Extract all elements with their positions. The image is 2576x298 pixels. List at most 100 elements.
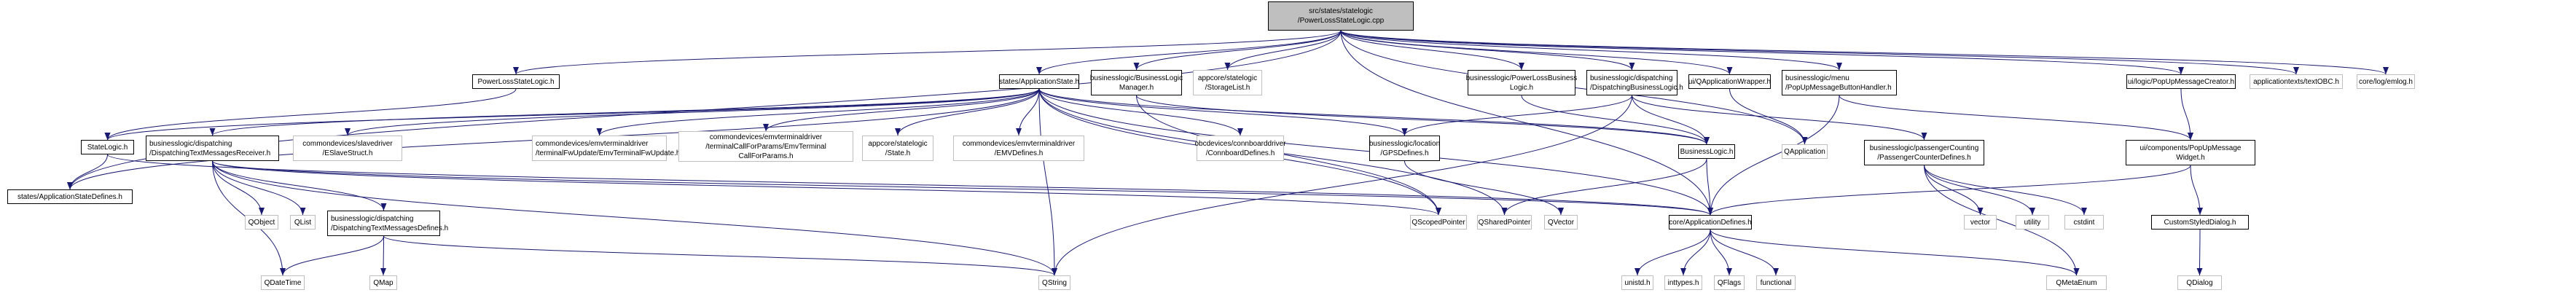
edge-root-to-plsl — [513, 30, 1342, 75]
node-qdialog: QDialog — [2177, 275, 2222, 290]
node-qmetaenum: QMetaEnum — [2046, 275, 2107, 290]
node-emvdef: commondevices/emvterminaldriver /EMVDefi… — [953, 136, 1084, 161]
edge-dtmr-to-qscoped — [212, 160, 1441, 216]
edge-pcd-to-utility — [1924, 165, 2035, 216]
node-popupcreator[interactable]: ui/logic/PopUpMessageCreator.h — [2126, 74, 2236, 89]
node-asdefs[interactable]: states/ApplicationStateDefines.h — [7, 189, 133, 204]
node-statelogic[interactable]: StateLogic.h — [81, 140, 134, 154]
edge-dtmd-to-qstring — [383, 235, 1057, 276]
node-storagelist: appcore/statelogic /StorageList.h — [1193, 70, 1262, 95]
node-qscoped: QScopedPointer — [1410, 215, 1467, 230]
node-unistd: unistd.h — [1621, 275, 1653, 290]
node-qmap: QMap — [369, 275, 397, 290]
edge-dtmr-to-qobject — [212, 160, 265, 216]
edge-appstate-to-bl — [1038, 88, 1710, 145]
node-popupwidget[interactable]: ui/components/PopUpMessage Widget.h — [2126, 140, 2255, 165]
edge-dispbl-to-gps — [1401, 95, 1632, 136]
edge-appstate-to-emvdef — [1016, 88, 1040, 136]
edge-appdefs-to-functional — [1710, 229, 1779, 276]
edge-dtmr-to-qstring — [212, 160, 1057, 276]
edge-root-to-emlog — [1340, 30, 2389, 75]
node-root[interactable]: src/states/statelogic /PowerLossStateLog… — [1268, 1, 1414, 31]
edge-appstate-to-eslave — [345, 88, 1040, 136]
node-customdlg[interactable]: CustomStyledDialog.h — [2151, 215, 2249, 230]
node-connboard: obcdevices/connboarddriver /ConnboardDef… — [1194, 136, 1286, 161]
edge-appdefs-to-unistd — [1635, 229, 1711, 276]
edge-appstate-to-dtmr — [209, 88, 1040, 136]
edge-dtmr-to-qlist — [212, 160, 306, 216]
node-plbl[interactable]: businesslogic/PowerLossBusiness Logic.h — [1466, 70, 1577, 95]
node-qvector: QVector — [1544, 215, 1578, 230]
edge-pcd-to-qmetaenum — [1924, 165, 2080, 276]
edge-pcd-to-cstdint — [1924, 165, 2087, 216]
edge-bl-to-appdefs — [1706, 158, 1713, 216]
edge-dispbl-to-pcd — [1632, 95, 1927, 141]
edge-root-to-plbl — [1340, 30, 1524, 71]
node-dispbl[interactable]: businesslogic/dispatching /DispatchingBu… — [1586, 70, 1683, 95]
edge-blmgr-to-bl — [1136, 95, 1710, 145]
node-appstate[interactable]: states/ApplicationState.h — [999, 74, 1079, 89]
node-qappwrap[interactable]: ui/QApplicationWrapper.h — [1688, 74, 1771, 89]
node-appdefs[interactable]: core/ApplicationDefines.h — [1669, 215, 1752, 230]
edge-appstate-to-gps — [1038, 88, 1408, 136]
edge-plbl-to-bl — [1521, 95, 1710, 145]
node-inttypes: inttypes.h — [1664, 275, 1702, 290]
edge-appstate-to-state — [895, 88, 1040, 136]
node-textobc: applicationtexts/textOBC.h — [2250, 74, 2343, 89]
node-qdatetime: QDateTime — [261, 275, 305, 290]
edge-dtmr-to-dtmd — [212, 160, 387, 211]
edge-appstate-to-statelogic — [104, 88, 1040, 141]
node-qshared: QSharedPointer — [1477, 215, 1532, 230]
edge-root-to-blmgr — [1133, 30, 1342, 71]
edge-root-to-qappwrap — [1340, 30, 1733, 75]
edge-root-to-popupbtn — [1340, 30, 1842, 71]
edge-popupbtn-to-appdefs — [1707, 95, 1840, 216]
node-vector: vector — [1964, 215, 1997, 230]
node-dtmr[interactable]: businesslogic/dispatching /DispatchingTe… — [146, 136, 279, 161]
edge-root-to-popupcreator — [1340, 30, 2184, 75]
edge-appstate-to-emvcall — [763, 88, 1040, 132]
node-qlist: QList — [290, 215, 316, 230]
edge-root-to-appdefs — [1340, 30, 1713, 216]
edge-customdlg-to-qdialog — [2196, 229, 2203, 276]
node-gps[interactable]: businesslogic/location /GPSDefines.h — [1369, 136, 1440, 161]
edge-appstate-to-emvfw — [596, 88, 1040, 136]
node-emlog: core/log/emlog.h — [2357, 74, 2415, 89]
edge-root-to-appstate — [1036, 30, 1342, 75]
edge-statelogic-to-asdefs — [67, 154, 108, 190]
node-cstdint: cstdint — [2064, 215, 2104, 230]
edge-appdefs-to-inttypes — [1680, 229, 1711, 276]
node-state: appcore/statelogic /State.h — [862, 136, 933, 161]
edge-dtmr-to-appdefs — [212, 160, 1713, 216]
edge-appdefs-to-qmetaenum — [1710, 229, 2080, 276]
edge-appstate-to-connboard — [1038, 88, 1243, 136]
node-emvfw: commondevices/emvterminaldriver /termina… — [532, 136, 680, 161]
node-qstring: QString — [1038, 275, 1070, 290]
node-emvcall: commondevices/emvterminaldriver /termina… — [678, 131, 853, 162]
edge-plsl-to-statelogic — [104, 88, 517, 141]
edge-statelogic-to-appdefs — [107, 154, 1713, 216]
edge-popupcreator-to-popupwidget — [2180, 88, 2193, 141]
node-plsl[interactable]: PowerLossStateLogic.h — [472, 74, 560, 89]
edge-gps-to-qvector — [1404, 160, 1564, 216]
node-bl[interactable]: BusinessLogic.h — [1678, 144, 1735, 159]
node-dtmd[interactable]: businesslogic/dispatching /DispatchingTe… — [327, 211, 448, 236]
node-qapp: QApplication — [1782, 144, 1828, 159]
edge-qappwrap-to-qapp — [1729, 88, 1808, 145]
node-pcd[interactable]: businesslogic/passengerCounting /Passeng… — [1864, 140, 1984, 165]
node-utility: utility — [2016, 215, 2049, 230]
node-qflags: QFlags — [1714, 275, 1745, 290]
edge-popupwidget-to-appdefs — [1707, 165, 2191, 216]
edge-dispbl-to-qstring — [1052, 95, 1632, 276]
edge-dtmd-to-qmap — [380, 235, 387, 276]
node-functional: functional — [1756, 275, 1796, 290]
node-popupbtn[interactable]: businesslogic/menu /PopUpMessageButtonHa… — [1782, 70, 1897, 95]
edge-blmgr-to-qscoped — [1136, 95, 1441, 216]
edge-popupbtn-to-popupwidget — [1839, 95, 2193, 141]
node-blmgr[interactable]: businesslogic/BusinessLogic Manager.h — [1090, 70, 1183, 95]
edge-dispbl-to-bl — [1632, 95, 1710, 145]
node-qobject: QObject — [245, 215, 278, 230]
edge-appdefs-to-qflags — [1710, 229, 1732, 276]
edge-root-to-textobc — [1340, 30, 2299, 75]
